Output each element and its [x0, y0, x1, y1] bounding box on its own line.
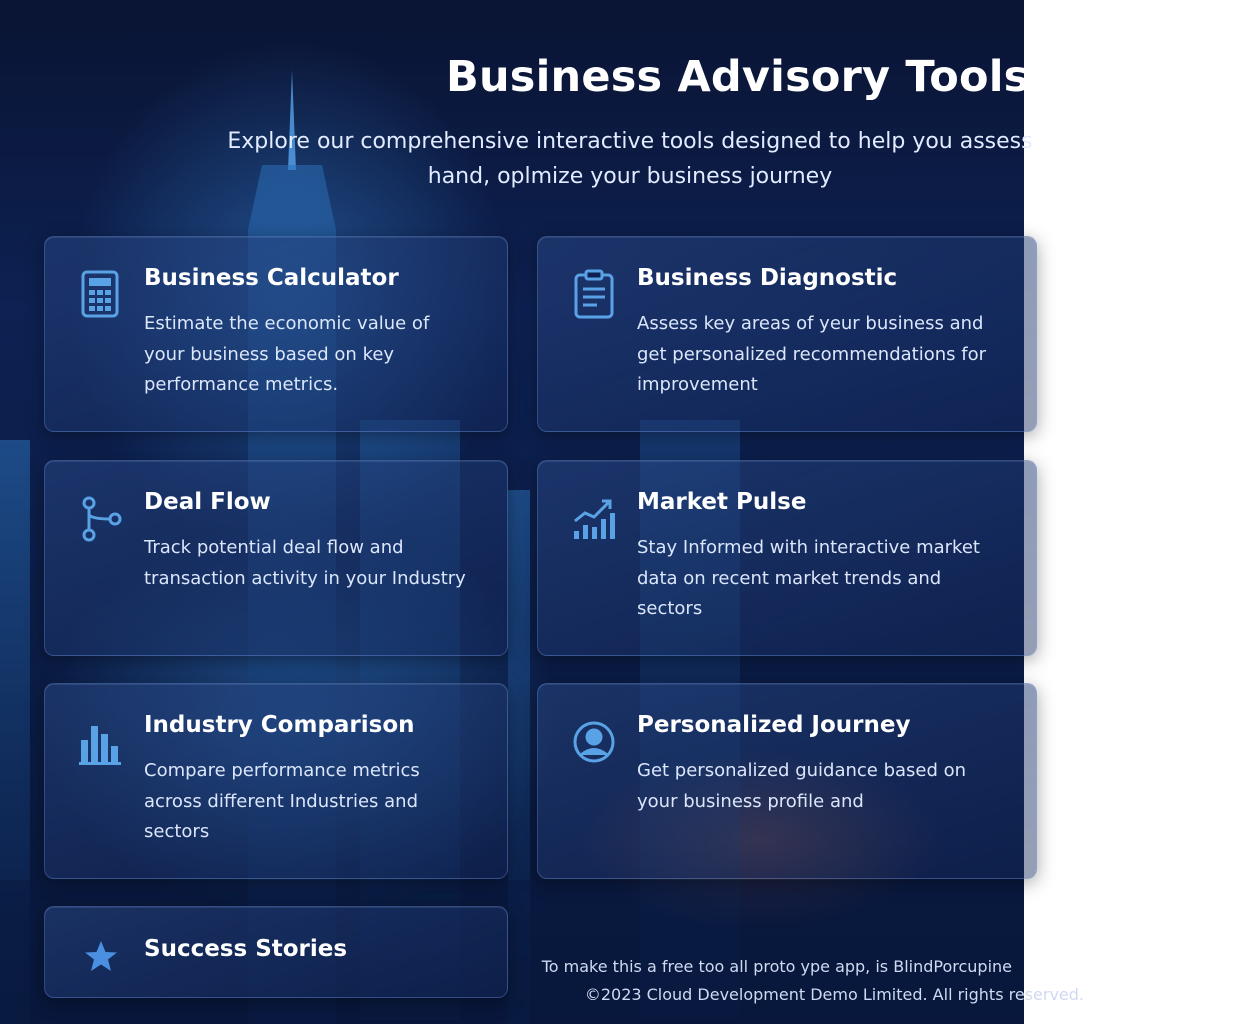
tool-card-title: Deal Flow: [144, 489, 271, 515]
bar-chart-icon: [79, 716, 123, 768]
tool-card-success-stories[interactable]: Success Stories: [44, 906, 508, 998]
tool-card-personalized-journey[interactable]: Personalized Journey Get personalized gu…: [537, 683, 1037, 879]
tool-card-description: Compare performance metrics across diffe…: [144, 760, 420, 842]
subtitle-line-2: hand, oplmize your business journey: [427, 164, 833, 189]
tool-card-industry-comparison[interactable]: Industry Comparison Compare performance …: [44, 683, 508, 879]
tool-card-deal-flow[interactable]: Deal Flow Track potential deal flow and …: [44, 460, 508, 656]
tool-card-market-pulse[interactable]: Market Pulse Stay Informed with interact…: [537, 460, 1037, 656]
tool-card-title: Personalized Journey: [637, 712, 911, 738]
tool-card-business-calculator[interactable]: Business Calculator Estimate the economi…: [44, 236, 508, 432]
tool-card-description: Get personalized guidance based on your …: [637, 760, 967, 812]
page-subtitle: Explore our comprehensive interactive to…: [0, 124, 1260, 194]
clipboard-icon: [572, 269, 616, 321]
tool-card-title: Business Diagnostic: [637, 265, 898, 291]
tool-card-title: Market Pulse: [637, 489, 807, 515]
tool-card-description: Track potential deal flow and transactio…: [144, 537, 466, 589]
user-circle-icon: [572, 716, 616, 768]
flow-icon: [79, 493, 123, 545]
trend-chart-icon: [572, 493, 616, 545]
star-icon: [79, 931, 123, 983]
footer-copyright: ©2023 Cloud Development Demo Limited. Al…: [584, 985, 1084, 1004]
tool-card-description: Estimate the economic value of your busi…: [144, 313, 430, 395]
page-root: Business Advisory Tools Explore our comp…: [0, 0, 1084, 1024]
footer-note: To make this a free too all proto ype ap…: [541, 957, 1012, 976]
tool-card-description: Assess key areas of yeur business and ge…: [637, 313, 987, 395]
calculator-icon: [79, 269, 123, 321]
tool-card-title: Business Calculator: [144, 265, 399, 291]
tool-card-title: Industry Comparison: [144, 712, 415, 738]
subtitle-line-1: Explore our comprehensive interactive to…: [227, 129, 1033, 154]
tool-card-title: Success Stories: [144, 936, 348, 962]
page-title: Business Advisory Tools: [446, 52, 1030, 102]
tool-card-description: Stay Informed with interactive market da…: [637, 537, 980, 619]
tool-card-business-diagnostic[interactable]: Business Diagnostic Assess key areas of …: [537, 236, 1037, 432]
